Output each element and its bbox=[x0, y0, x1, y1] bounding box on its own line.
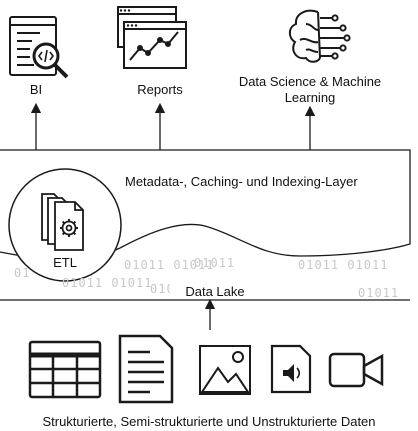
binary-decoration: 01 bbox=[14, 266, 31, 280]
metadata-layer-label: Metadata-, Caching- und Indexing-Layer bbox=[125, 174, 358, 189]
binary-decoration: 01011 01011 bbox=[298, 258, 389, 272]
sources-label: Strukturierte, Semi-strukturierte und Un… bbox=[42, 414, 376, 429]
bi-code-magnifier-icon bbox=[9, 16, 69, 79]
image-icon bbox=[199, 345, 251, 395]
binary-decoration: 01011 01011 bbox=[124, 258, 215, 272]
bi-label: BI bbox=[29, 82, 43, 97]
document-icon bbox=[118, 334, 174, 404]
data-lake-label: Data Lake bbox=[170, 284, 260, 299]
binary-decoration: 01011 01011 bbox=[62, 276, 153, 290]
audio-file-icon bbox=[270, 344, 312, 394]
brain-circuit-icon bbox=[288, 9, 351, 63]
line-chart-windows-icon bbox=[117, 6, 187, 69]
data-science-label-line1: Data Science & Machine bbox=[238, 74, 382, 89]
table-icon bbox=[28, 340, 102, 399]
binary-decoration: 01011 bbox=[358, 286, 400, 300]
etl-label: ETL bbox=[53, 255, 77, 270]
video-camera-icon bbox=[328, 352, 384, 388]
documents-gear-icon bbox=[41, 193, 84, 251]
reports-label: Reports bbox=[137, 82, 183, 97]
binary-decoration: 01011 bbox=[194, 256, 236, 270]
data-science-label-line2: Learning bbox=[284, 90, 336, 105]
